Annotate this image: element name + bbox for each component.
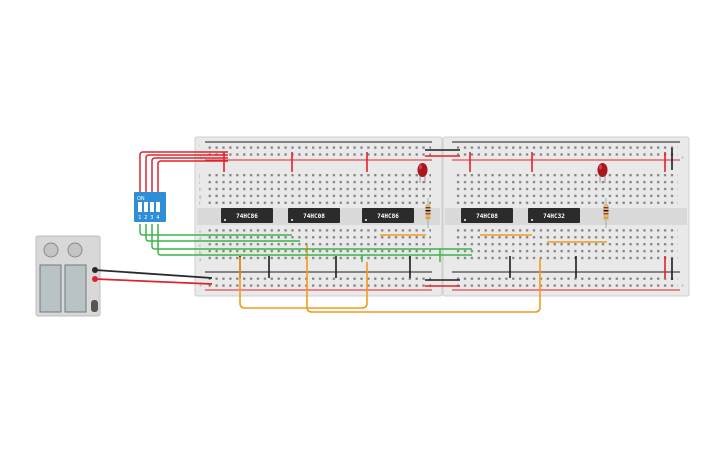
chip-2[interactable]: 74HC08 [288, 208, 340, 223]
rail-sign-plus: + [681, 283, 684, 288]
dip-toggle-1[interactable] [138, 202, 142, 212]
chip-label: 74HC08 [476, 213, 498, 220]
dip-toggle-4[interactable] [156, 202, 160, 212]
chip-label: 74HC32 [543, 213, 565, 220]
chip-1[interactable]: 74HC86 [221, 208, 273, 223]
chip-3[interactable]: 74HC86 [362, 208, 414, 223]
dip-position-label: 4 [156, 215, 159, 221]
rail-sign-plus: + [681, 155, 684, 160]
chip-label: 74HC08 [303, 213, 325, 220]
rail-sign-plus: + [199, 283, 202, 288]
dip-position-label: 2 [144, 215, 147, 221]
green-input-wires [139, 224, 472, 262]
row-label: a [199, 257, 202, 262]
chip-5[interactable]: 74HC32 [528, 208, 580, 223]
chip-label: 74HC86 [236, 213, 258, 220]
orange-loop-wires [239, 245, 541, 313]
orange-board-wires [380, 234, 607, 243]
row-label: c [199, 243, 201, 248]
chip-label: 74HC86 [377, 213, 399, 220]
row-label: d [199, 236, 202, 241]
battery-wires [94, 269, 213, 285]
dip-on-label: ON [137, 196, 145, 202]
resistor-right[interactable] [603, 198, 609, 228]
battery-pack[interactable] [35, 235, 101, 317]
led-left[interactable] [417, 163, 428, 183]
row-label: g [199, 194, 202, 199]
row-label: f [199, 201, 201, 206]
dip-switch[interactable]: ON 1 2 3 4 [134, 192, 166, 222]
dip-position-label: 1 [138, 215, 141, 221]
row-label: h [199, 187, 202, 192]
row-label: b [199, 250, 202, 255]
resistor-left[interactable] [425, 198, 431, 228]
right-breadboard: + + [442, 136, 690, 297]
rail-sign-minus: - [199, 143, 201, 148]
row-label: i [199, 180, 200, 185]
row-label: j [198, 173, 200, 178]
led-right[interactable] [597, 163, 608, 183]
dip-position-label: 3 [150, 215, 153, 221]
red-dip-wires [139, 151, 228, 193]
dip-toggle-3[interactable] [150, 202, 154, 212]
dip-toggle-2[interactable] [144, 202, 148, 212]
chip-4[interactable]: 74HC08 [461, 208, 513, 223]
row-label: e [199, 229, 202, 234]
